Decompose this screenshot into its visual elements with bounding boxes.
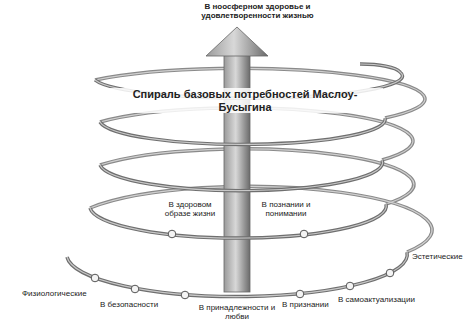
arrow-head	[206, 27, 268, 56]
need-bead	[181, 291, 189, 299]
spiral-back-turn	[90, 186, 432, 252]
goal-label: В ноосферном здоровье и удовлетворенност…	[190, 2, 325, 20]
spiral-front-turn	[100, 118, 385, 144]
need-bead	[168, 230, 176, 238]
spiral-front-turn	[90, 204, 386, 238]
need-label: Физиологические	[22, 289, 87, 298]
need-bead	[300, 230, 308, 238]
need-label: В признании	[282, 300, 329, 309]
need-bead	[131, 285, 139, 293]
need-bead	[91, 274, 99, 282]
need-label: Эстетические	[412, 252, 463, 261]
spiral-back-turn	[95, 68, 425, 118]
need-label: В безопасности	[100, 300, 158, 309]
need-label: В познании и понимании	[255, 200, 317, 218]
need-beads	[91, 230, 394, 299]
need-bead	[386, 269, 394, 277]
spiral-back-turn	[100, 108, 413, 160]
spiral-back	[90, 68, 432, 252]
need-label: В принадлежности и любви	[192, 303, 282, 321]
spiral-back-turn	[95, 68, 425, 118]
spiral-front	[67, 64, 407, 297]
spiral-back-turn	[100, 108, 413, 160]
need-bead	[346, 282, 354, 290]
spiral-back-turn	[100, 149, 414, 204]
spiral-back-turn	[90, 186, 432, 252]
spiral-front-turn	[100, 160, 383, 191]
spiral-front-turn	[100, 160, 383, 191]
up-arrow	[206, 27, 268, 292]
need-label: В самоактуализации	[338, 295, 415, 304]
spiral-front-turn	[67, 252, 407, 297]
spiral-front-turn	[100, 118, 385, 144]
spiral-back-turn	[100, 149, 414, 204]
spiral-title: Спираль базовых потребностей Маслоу-Бусы…	[107, 88, 383, 113]
need-label: В здоровом образе жизни	[160, 200, 220, 218]
spiral-front-turn	[90, 204, 386, 238]
spiral-front-turn	[67, 252, 407, 297]
need-bead	[296, 290, 304, 298]
